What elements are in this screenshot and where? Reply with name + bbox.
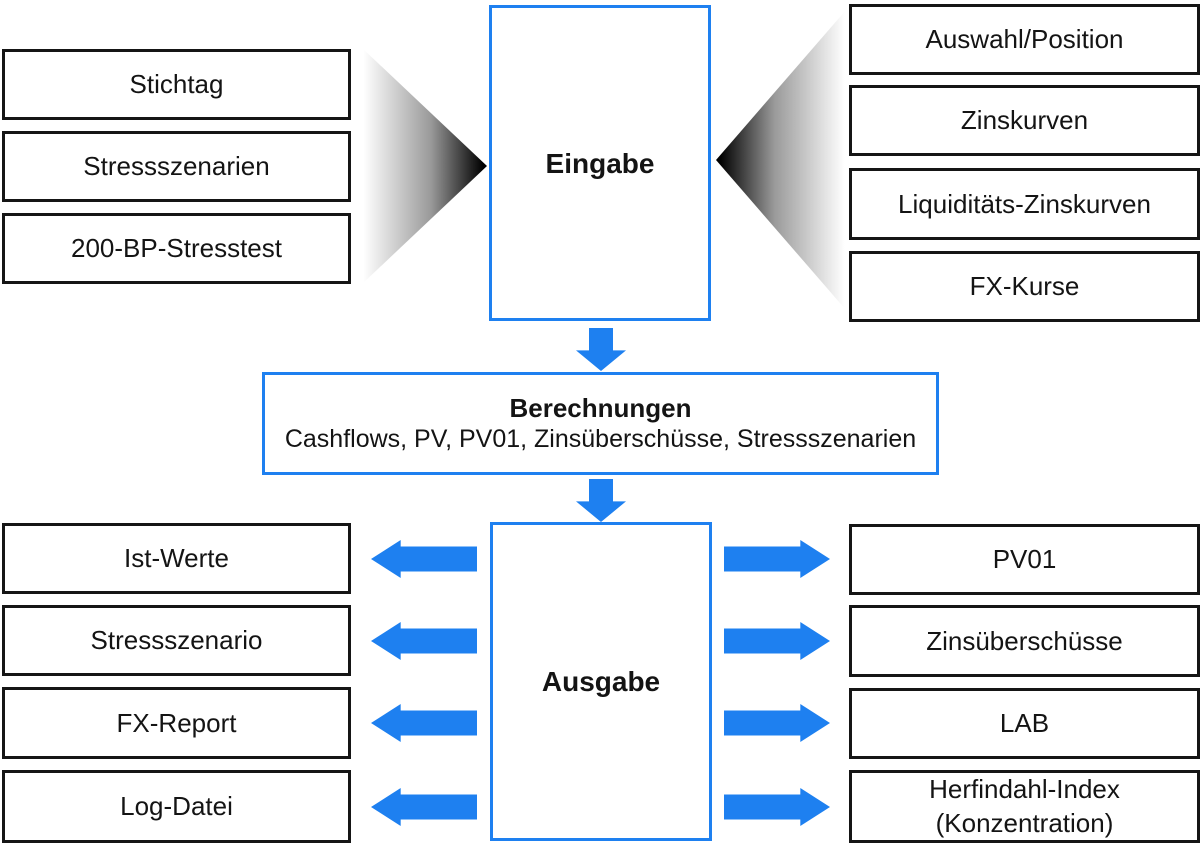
box-log-datei-label: Log-Datei bbox=[120, 791, 233, 822]
box-lab: LAB bbox=[849, 688, 1200, 759]
box-auswahl-position: Auswahl/Position bbox=[849, 4, 1200, 75]
berechnungen-title: Berechnungen bbox=[509, 392, 692, 423]
box-zinskurven-label: Zinskurven bbox=[960, 105, 1089, 136]
box-200-bp-stresstest-label: 200-BP-Stresstest bbox=[71, 233, 282, 264]
arrow-left-ist-werte-icon bbox=[371, 540, 477, 578]
box-zinsueberschuesse-label: Zinsüberschüsse bbox=[926, 625, 1123, 656]
box-fx-report: FX-Report bbox=[2, 687, 351, 759]
box-fx-report-label: FX-Report bbox=[116, 707, 237, 738]
ausgabe-title: Ausgabe bbox=[541, 666, 661, 697]
box-herfindahl-index-label: Herfindahl-Index (Konzentration) bbox=[929, 774, 1120, 838]
arrow-right-herfindahl-icon bbox=[724, 788, 830, 826]
eingabe-title: Eingabe bbox=[545, 147, 655, 179]
arrow-down-berechnungen-to-ausgabe-icon bbox=[576, 479, 626, 522]
berechnungen-box: Berechnungen Cashflows, PV, PV01, Zinsüb… bbox=[262, 372, 939, 475]
box-stichtag: Stichtag bbox=[2, 49, 351, 120]
box-200-bp-stresstest: 200-BP-Stresstest bbox=[2, 213, 351, 284]
box-stressszenario: Stressszenario bbox=[2, 605, 351, 676]
box-stressszenarien: Stressszenarien bbox=[2, 131, 351, 202]
box-zinskurven: Zinskurven bbox=[849, 85, 1200, 156]
box-auswahl-position-label: Auswahl/Position bbox=[925, 24, 1124, 55]
box-fx-kurse: FX-Kurse bbox=[849, 251, 1200, 322]
arrow-left-log-datei-icon bbox=[371, 788, 477, 826]
funnel-right-triangle-icon bbox=[716, 10, 846, 310]
box-stichtag-label: Stichtag bbox=[129, 69, 224, 100]
arrow-right-lab-icon bbox=[724, 704, 830, 742]
berechnungen-subtitle: Cashflows, PV, PV01, Zinsüberschüsse, St… bbox=[284, 425, 917, 454]
box-stressszenario-label: Stressszenario bbox=[90, 625, 263, 656]
arrow-left-stressszenario-icon bbox=[371, 622, 477, 660]
box-stressszenarien-label: Stressszenarien bbox=[83, 151, 270, 182]
box-log-datei: Log-Datei bbox=[2, 770, 351, 843]
box-ist-werte-label: Ist-Werte bbox=[124, 543, 229, 574]
arrow-right-pv01-icon bbox=[724, 540, 830, 578]
box-liquiditaets-zinskurven: Liquiditäts-Zinskurven bbox=[849, 168, 1200, 240]
box-fx-kurse-label: FX-Kurse bbox=[969, 271, 1080, 302]
arrow-right-zinsueberschuesse-icon bbox=[724, 622, 830, 660]
box-pv01: PV01 bbox=[849, 524, 1200, 595]
arrow-left-fx-report-icon bbox=[371, 704, 477, 742]
box-pv01-label: PV01 bbox=[992, 544, 1057, 575]
box-liquiditaets-zinskurven-label: Liquiditäts-Zinskurven bbox=[898, 188, 1151, 219]
eingabe-box: Eingabe bbox=[489, 5, 711, 321]
box-lab-label: LAB bbox=[999, 708, 1050, 739]
box-ist-werte: Ist-Werte bbox=[2, 523, 351, 594]
box-herfindahl-index: Herfindahl-Index (Konzentration) bbox=[849, 770, 1200, 843]
ausgabe-box: Ausgabe bbox=[490, 522, 712, 841]
arrow-down-eingabe-to-berechnungen-icon bbox=[576, 328, 626, 371]
box-zinsueberschuesse: Zinsüberschüsse bbox=[849, 605, 1200, 677]
funnel-left-triangle-icon bbox=[362, 48, 487, 284]
